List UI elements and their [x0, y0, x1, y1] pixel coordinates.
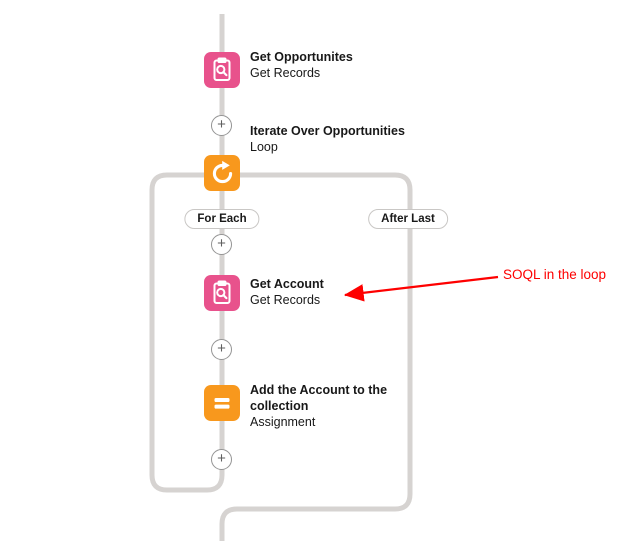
node-label-get-opportunities[interactable]: Get Opportunites Get Records	[250, 49, 353, 81]
loop-icon[interactable]	[204, 155, 240, 191]
after-last-connector	[219, 172, 413, 541]
node-title: Iterate Over Opportunities	[250, 124, 405, 138]
add-element-button[interactable]: +	[211, 339, 232, 360]
add-element-button[interactable]: +	[211, 115, 232, 136]
node-title: Add the Account to the collection	[250, 383, 388, 413]
node-label-loop[interactable]: Iterate Over Opportunities Loop	[250, 123, 405, 155]
node-title: Get Opportunites	[250, 50, 353, 64]
node-subtitle: Assignment	[250, 415, 316, 429]
for-each-connector-label: For Each	[184, 209, 260, 229]
get-records-icon[interactable]	[204, 52, 240, 88]
node-label-get-account[interactable]: Get Account Get Records	[250, 276, 324, 308]
node-subtitle: Get Records	[250, 293, 321, 307]
node-title: Get Account	[250, 277, 324, 291]
get-records-icon[interactable]	[204, 275, 240, 311]
node-label-assignment[interactable]: Add the Account to the collection Assign…	[250, 382, 405, 430]
annotation-text: SOQL in the loop	[503, 267, 607, 282]
for-each-branch-connector	[149, 14, 225, 493]
after-last-connector-label: After Last	[368, 209, 448, 229]
assignment-icon[interactable]	[204, 385, 240, 421]
add-element-button[interactable]: +	[211, 234, 232, 255]
add-element-button[interactable]: +	[211, 449, 232, 470]
node-subtitle: Loop	[250, 140, 278, 154]
node-subtitle: Get Records	[250, 66, 321, 80]
